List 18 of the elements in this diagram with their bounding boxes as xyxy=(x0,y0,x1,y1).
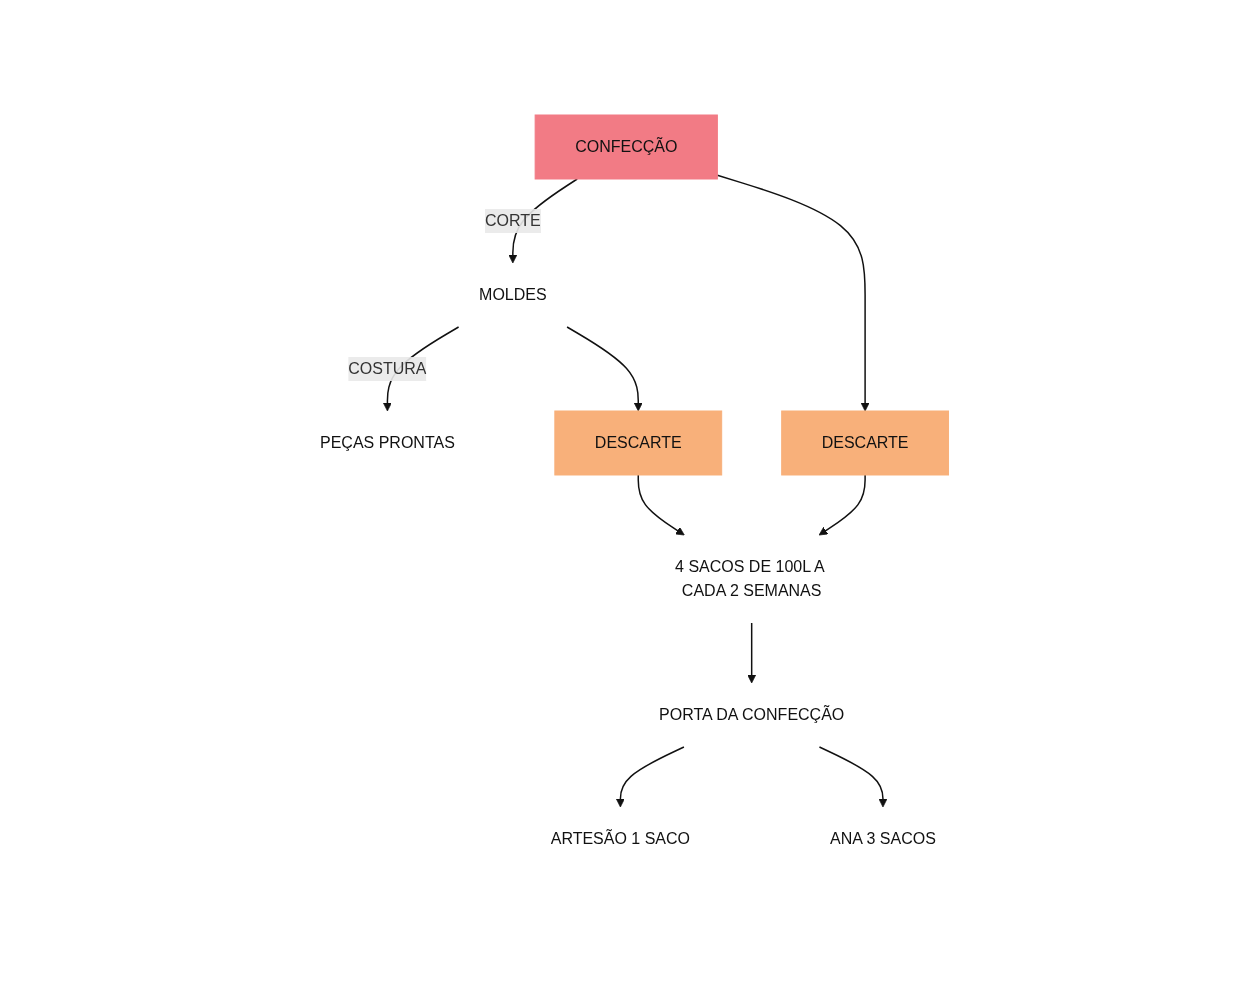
arrow xyxy=(716,174,870,411)
arrow xyxy=(637,473,685,535)
edge-label: CORTE xyxy=(484,211,541,229)
node-box: DESCARTE xyxy=(553,410,722,475)
arrow xyxy=(746,621,756,683)
edge-label: COSTURA xyxy=(347,359,427,377)
node-box: CONFECÇÃO xyxy=(534,114,718,179)
node-text: ARTESÃO 1 SACO xyxy=(550,829,690,847)
node-text: 4 SACOS DE 100L A CADA 2 SEMANAS xyxy=(674,557,824,599)
node-text: MOLDES xyxy=(478,285,547,303)
node-text: ANA 3 SACOS xyxy=(829,829,936,847)
node-text: PEÇAS PRONTAS xyxy=(319,433,455,451)
node-text: PORTA DA CONFECÇÃO xyxy=(658,705,844,723)
arrow xyxy=(818,473,866,535)
arrow xyxy=(818,745,887,807)
arrow xyxy=(565,325,643,411)
arrow xyxy=(615,745,685,807)
node-box: DESCARTE xyxy=(780,410,949,475)
